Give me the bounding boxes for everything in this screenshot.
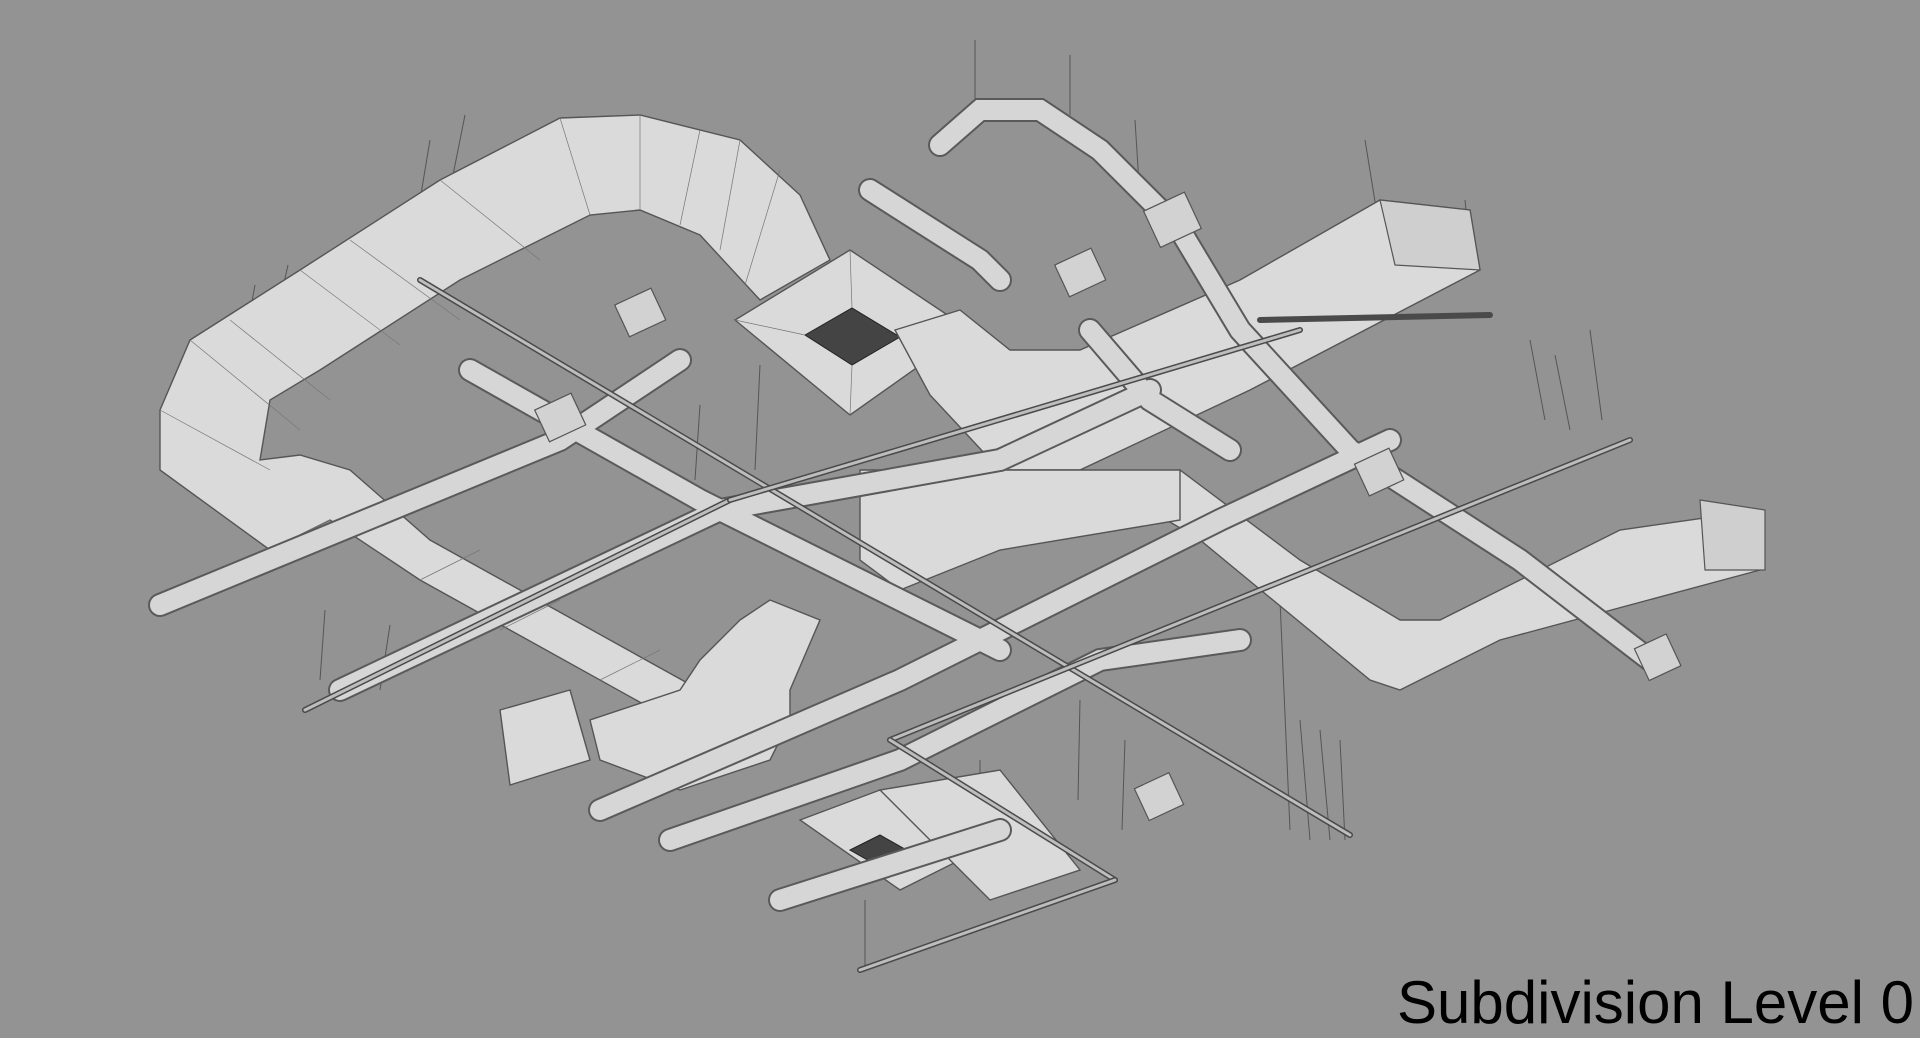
subdivision-level-caption: Subdivision Level 0	[1396, 969, 1914, 1036]
rectangular-duct-main-loop	[159, 114, 831, 732]
cable-tray-rails	[302, 277, 1633, 973]
round-pipe-network	[148, 98, 1682, 912]
ceiling-diffuser-upper	[733, 249, 972, 416]
